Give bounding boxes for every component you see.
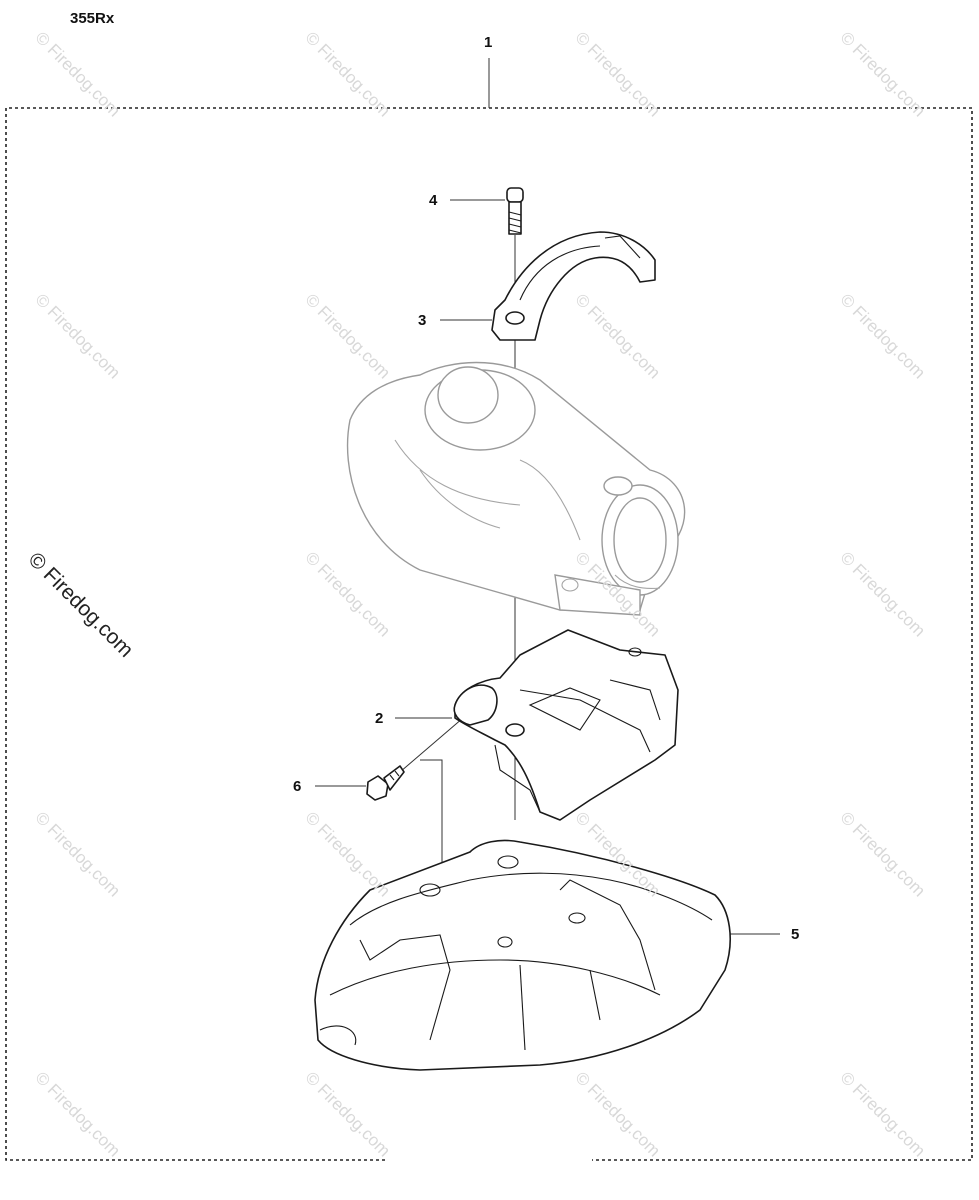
callout-4: 4: [429, 192, 438, 209]
part-3-clamp: [491, 231, 656, 341]
callout-2: 2: [375, 710, 384, 727]
callout-6: 6: [293, 778, 302, 795]
part-5-guard: [314, 839, 731, 1071]
model-label: 355Rx: [70, 10, 115, 27]
callout-5: 5: [791, 926, 800, 943]
callout-1: 1: [484, 34, 493, 51]
part-2-bracket: [453, 629, 679, 821]
part-6-bolt: [366, 765, 405, 801]
gear-housing: [346, 361, 686, 616]
callout-3: 3: [418, 312, 427, 329]
part-4-screw: [506, 187, 524, 235]
